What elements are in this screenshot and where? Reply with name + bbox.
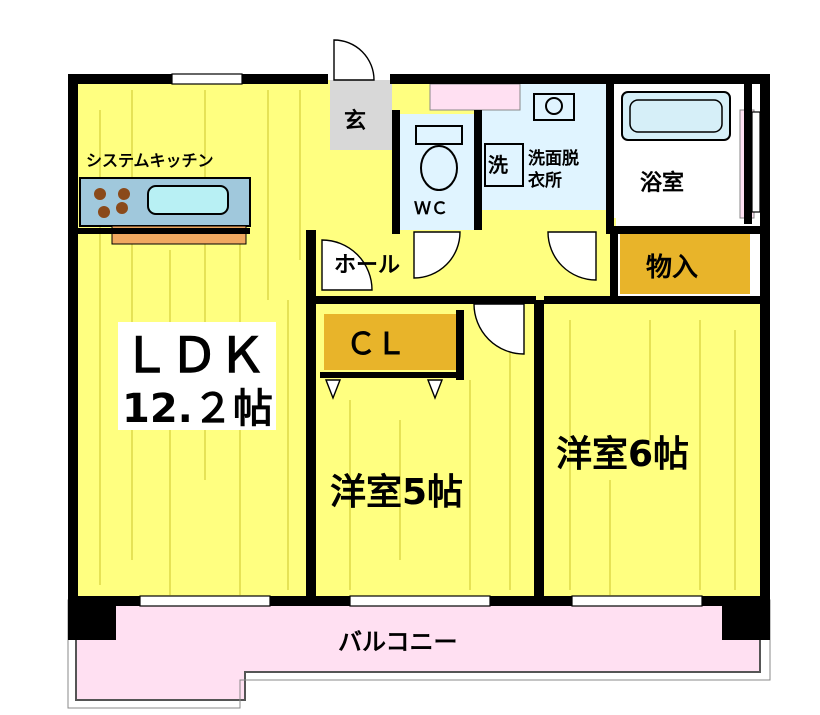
balcony-label: バルコニー [338, 628, 458, 656]
wall [544, 296, 760, 304]
bathtub-inner [629, 99, 723, 133]
fixtures [415, 91, 731, 191]
closet-door-right [426, 379, 444, 400]
stove-burner-icon [94, 188, 106, 200]
room6-label: 洋室6帖 [556, 434, 689, 475]
wall [320, 372, 460, 378]
wall [744, 84, 752, 224]
wall [610, 226, 618, 302]
wash-mark-label: 洗 [488, 153, 508, 177]
stove-burner-icon [98, 206, 110, 218]
entrance-label: 玄 [344, 108, 366, 134]
wall [392, 110, 400, 234]
wall [306, 230, 316, 602]
hall-door [321, 239, 373, 291]
window [751, 111, 761, 213]
room6-fill [544, 302, 760, 602]
kitchen-sink [147, 185, 229, 215]
labels: システムキッチン ＬＤＫ 12.２帖 玄 ＷＣ 洗 洗面脱 衣所 浴室 ホール … [86, 108, 698, 656]
ldk-label-bg [118, 322, 276, 430]
washbasin-icon [533, 93, 575, 121]
storage-fill [620, 234, 750, 294]
entrance-fill [330, 80, 392, 150]
washroom-label-line1: 洗面脱 [528, 148, 579, 169]
wall [606, 84, 614, 234]
bath-label: 浴室 [640, 170, 684, 196]
pink-shelf [429, 83, 521, 111]
toilet-bowl-icon [420, 145, 458, 191]
wall [456, 310, 464, 380]
entrance-door [333, 39, 375, 81]
washroom-label-line2: 衣所 [528, 170, 562, 191]
closet-label: ＣＬ [346, 327, 406, 362]
windows [139, 73, 761, 607]
window [571, 595, 703, 607]
wall [306, 296, 536, 304]
wall [74, 228, 250, 234]
window [349, 595, 491, 607]
ldk-size-label: 12.２帖 [122, 386, 273, 432]
wall [390, 74, 770, 84]
closet-door-left [324, 379, 342, 400]
washing-machine-pan [484, 143, 524, 187]
window [171, 73, 243, 85]
closet-fill [324, 314, 456, 370]
washbasin-bowl [545, 97, 563, 115]
wall-column [722, 600, 770, 640]
washroom-door [547, 231, 597, 281]
wall [760, 74, 770, 608]
wc-label: ＷＣ [414, 199, 448, 219]
doors [321, 39, 597, 400]
stove-burner-icon [118, 188, 130, 200]
stove-burner-icon [116, 202, 128, 214]
wall-column [68, 600, 116, 640]
ldk-label: ＬＤＫ [122, 328, 266, 384]
toilet-tank [415, 125, 463, 145]
wall [474, 110, 482, 230]
window [139, 595, 271, 607]
wall [68, 74, 78, 608]
room5-label: 洋室5帖 [330, 472, 463, 513]
wall [610, 226, 760, 234]
kitchen-label: システムキッチン [86, 151, 214, 170]
wc-door [413, 231, 461, 279]
room5-door [473, 303, 525, 355]
hall-label: ホール [334, 253, 400, 278]
wall [534, 300, 544, 602]
storage-label: 物入 [646, 253, 698, 283]
